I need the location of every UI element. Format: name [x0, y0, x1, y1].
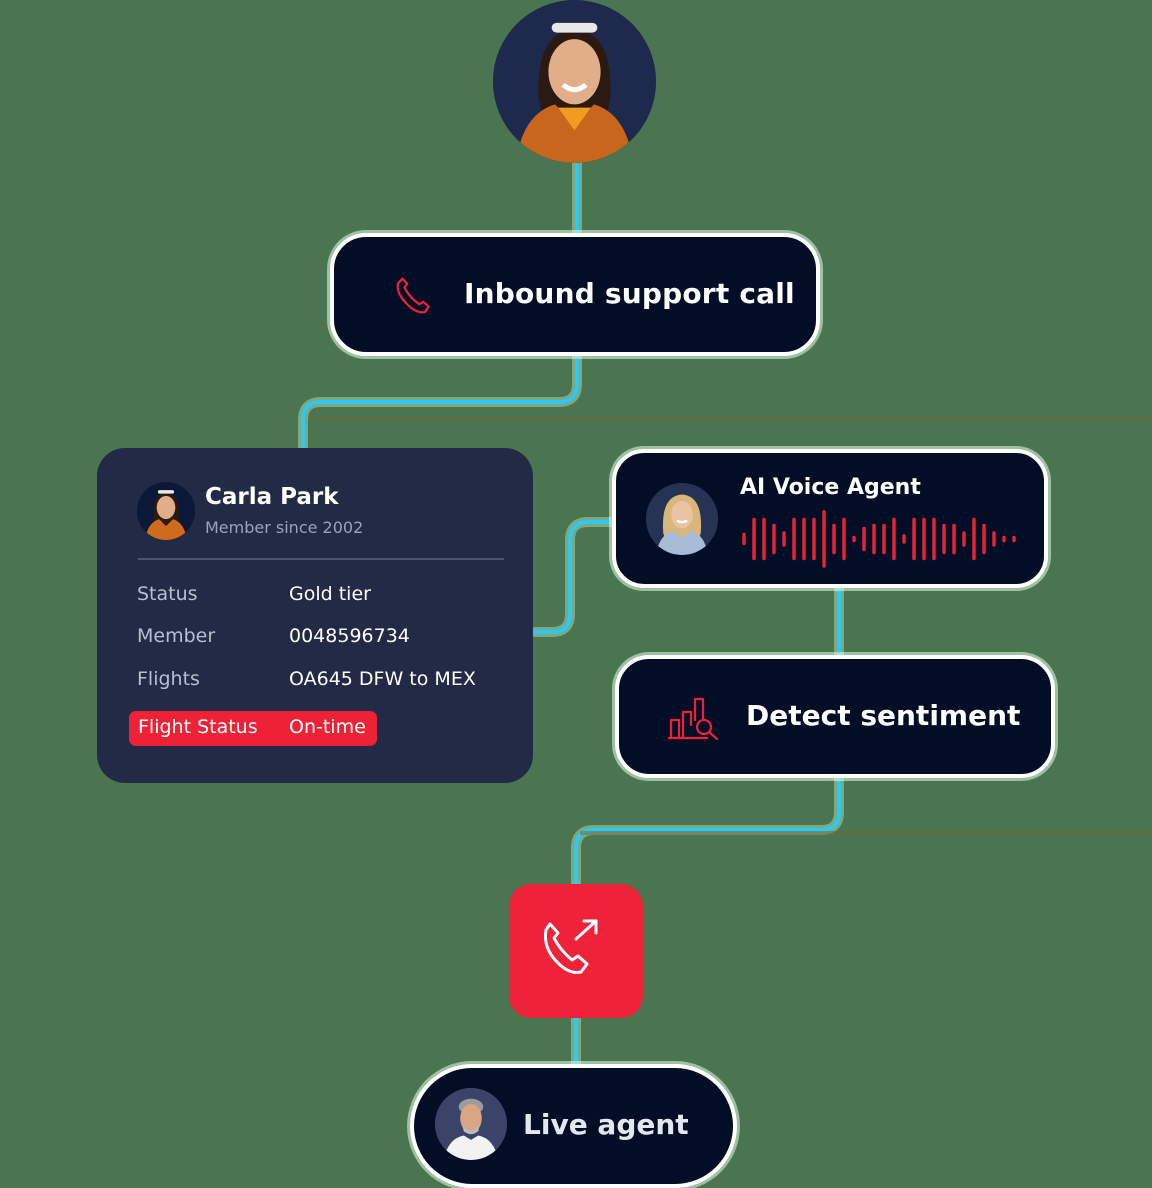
- customer-avatar: [137, 482, 195, 540]
- member-value: 0048596734: [289, 625, 410, 647]
- audio-waveform-icon: [742, 510, 1016, 568]
- live-agent-node[interactable]: Live agent: [410, 1064, 737, 1188]
- person-woman-icon: [137, 482, 195, 540]
- live-agent-label: Live agent: [523, 1108, 689, 1141]
- detect-label: Detect sentiment: [746, 699, 1021, 732]
- flight-status-value: On-time: [289, 716, 366, 738]
- phone-forward-icon: [544, 919, 598, 974]
- member-label: Member: [137, 625, 216, 647]
- ai-agent-avatar: [646, 483, 718, 555]
- member-since: Member since 2002: [205, 518, 364, 537]
- flight-status-badge: Flight Status On-time: [129, 711, 377, 746]
- flight-status-label: Flight Status: [138, 716, 258, 738]
- person-woman-icon: [493, 0, 656, 163]
- person-man-icon: [435, 1088, 507, 1160]
- chart-search-icon: [667, 697, 719, 741]
- live-agent-avatar: [435, 1088, 507, 1160]
- inbound-label: Inbound support call: [464, 277, 795, 310]
- flights-label: Flights: [137, 668, 200, 690]
- customer-profile-card[interactable]: Carla Park Member since 2002 Status Gold…: [97, 448, 533, 783]
- ai-voice-agent-node[interactable]: AI Voice Agent: [612, 449, 1048, 588]
- status-label: Status: [137, 583, 198, 605]
- detect-sentiment-node[interactable]: Detect sentiment: [615, 655, 1055, 778]
- phone-icon: [396, 277, 430, 314]
- status-value: Gold tier: [289, 583, 371, 605]
- person-woman-blonde-icon: [646, 483, 718, 555]
- flights-value: OA645 DFW to MEX: [289, 668, 476, 690]
- transfer-call-button[interactable]: [509, 884, 643, 1018]
- ai-voice-label: AI Voice Agent: [740, 475, 921, 500]
- caller-avatar: [493, 0, 656, 163]
- inbound-call-node[interactable]: Inbound support call: [330, 233, 820, 356]
- customer-name: Carla Park: [205, 484, 339, 510]
- card-divider: [138, 558, 504, 560]
